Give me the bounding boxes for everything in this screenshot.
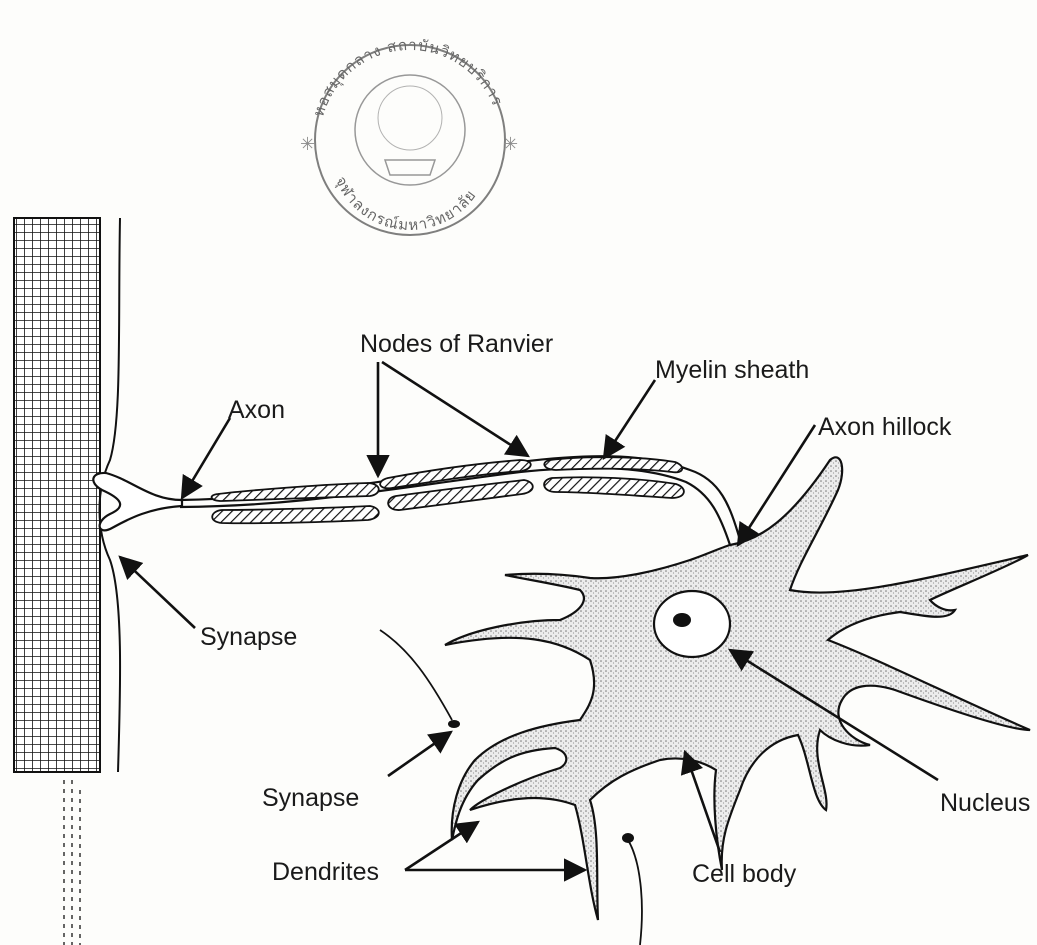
label-myelin-sheath: Myelin sheath [655,356,809,384]
nucleolus [673,613,691,627]
axon-terminal [93,473,182,530]
label-dendrites: Dendrites [272,858,379,886]
label-axon: Axon [228,396,285,424]
seal-star-left-icon: ✳ [300,134,315,155]
seal-star-right-icon: ✳ [503,134,518,155]
label-axon-hillock: Axon hillock [818,413,952,441]
seal-bottom-text: จุฬาลงกรณ์มหาวิทยาลัย [331,174,480,235]
myelin-sheath [212,457,684,523]
seal-top-text: หอสมุดกลาง สถาบันวิทยบริการ [309,36,506,119]
label-synapse-lower: Synapse [262,784,359,812]
label-cell-body: Cell body [692,860,797,888]
incoming-axon-upper [380,630,452,720]
label-nodes-of-ranvier: Nodes of Ranvier [360,330,553,358]
library-seal: หอสมุดกลาง สถาบันวิทยบริการ จุฬาลงกรณ์มห… [300,36,518,235]
label-nucleus: Nucleus [940,789,1030,817]
incoming-axon-lower [628,840,642,945]
label-synapse-upper: Synapse [200,623,297,651]
nucleus-membrane [654,591,730,657]
muscle-tissue [14,218,120,945]
